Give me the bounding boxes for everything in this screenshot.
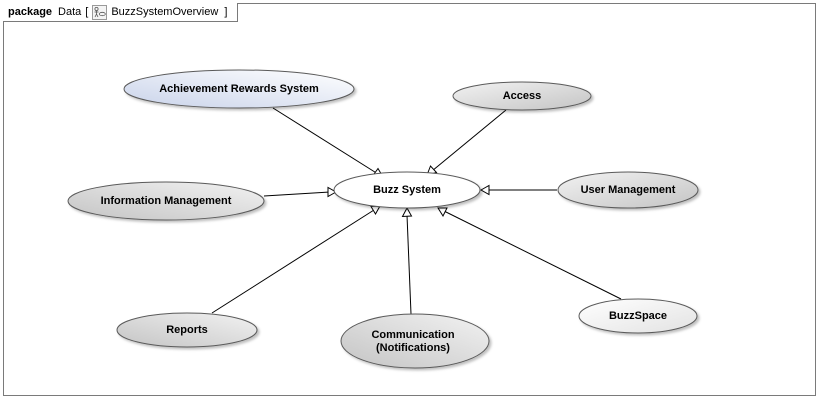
usecase-communication-notifications[interactable]: Communication (Notifications) — [340, 313, 490, 369]
usecase-label: User Management — [581, 184, 676, 196]
usecase-label: BuzzSpace — [609, 310, 667, 322]
usecase-buzzspace[interactable]: BuzzSpace — [578, 298, 698, 334]
usecase-diagram-icon — [92, 4, 108, 20]
edge-buzzspace-to-buzz — [437, 207, 622, 300]
package-keyword: package — [8, 6, 53, 18]
usecase-information-management[interactable]: Information Management — [67, 181, 265, 221]
usecase-user-management[interactable]: User Management — [557, 171, 699, 209]
usecase-label: Reports — [166, 324, 208, 336]
usecase-label: Access — [503, 90, 542, 102]
edge-communication-to-buzz — [401, 206, 413, 315]
diagram-header-tab: package Data [ BuzzSystemOverview ] — [3, 3, 239, 22]
usecase-label-line-2: (Notifications) — [376, 342, 450, 354]
edge-user-management-to-buzz — [479, 184, 557, 196]
usecase-access[interactable]: Access — [452, 81, 592, 111]
usecase-label: Information Management — [101, 195, 232, 207]
open-bracket: [ — [85, 6, 89, 18]
edge-access-to-buzz — [426, 109, 507, 176]
edge-information-to-buzz — [263, 186, 338, 198]
usecase-label: Achievement Rewards System — [159, 83, 319, 95]
usecase-reports[interactable]: Reports — [116, 312, 258, 348]
edge-reports-to-buzz — [211, 205, 381, 314]
close-bracket: ] — [224, 6, 228, 18]
usecase-label-line-1: Communication — [371, 329, 454, 341]
usecase-label: Buzz System — [373, 184, 441, 196]
usecase-achievement-rewards-system[interactable]: Achievement Rewards System — [123, 69, 355, 109]
package-name: Data — [58, 6, 82, 18]
diagram-name: BuzzSystemOverview — [111, 6, 219, 18]
usecase-buzz-system[interactable]: Buzz System — [333, 171, 481, 209]
edge-achievement-to-buzz — [272, 107, 384, 178]
